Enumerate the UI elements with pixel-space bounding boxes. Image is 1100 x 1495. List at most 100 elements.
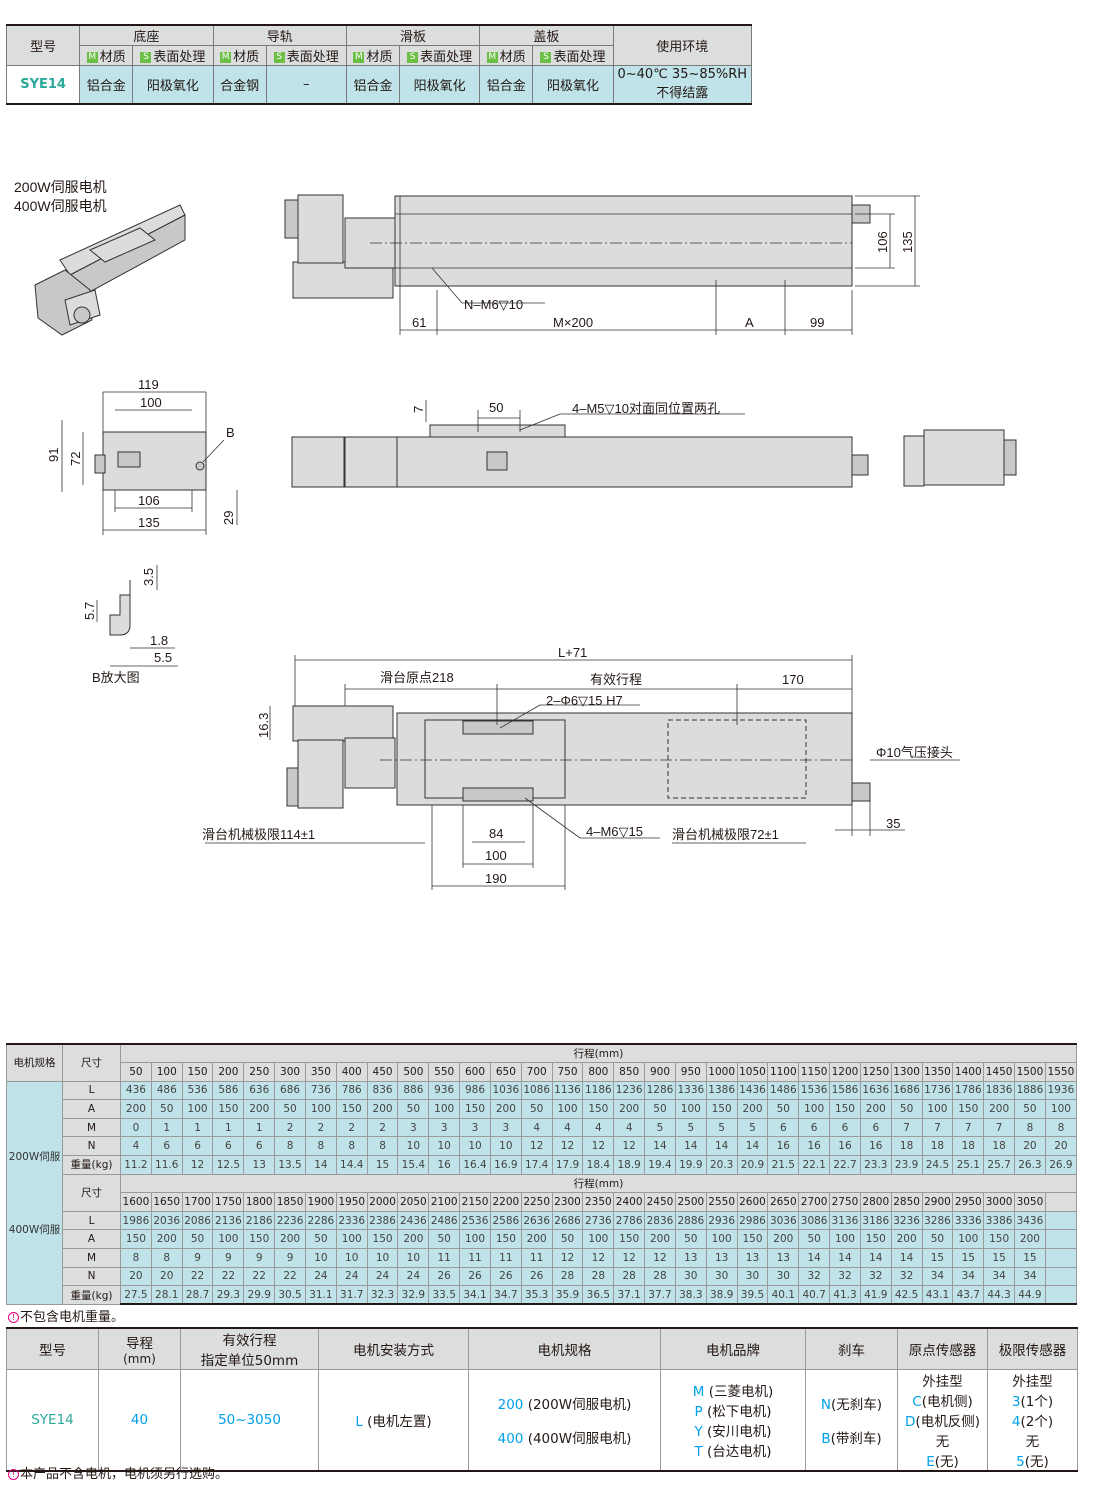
stroke-cell: 3 bbox=[428, 1117, 461, 1138]
stroke-cell: 1986 bbox=[120, 1210, 152, 1231]
stroke-cell: 31.7 bbox=[335, 1285, 368, 1306]
stroke-cell: 32 bbox=[798, 1266, 831, 1287]
stroke-cell: 2136 bbox=[212, 1210, 245, 1231]
group-slider: 滑板 bbox=[345, 24, 481, 46]
stroke-cell: 11 bbox=[520, 1248, 553, 1268]
stroke-value: 2900 bbox=[921, 1192, 954, 1212]
dim-3-5: 3.5 bbox=[141, 568, 156, 586]
stroke-value: 2700 bbox=[798, 1192, 831, 1212]
stroke-cell: 200 bbox=[397, 1229, 430, 1250]
stroke-cell: 5 bbox=[644, 1117, 676, 1138]
cell-model: SYE14 bbox=[6, 1369, 99, 1472]
stroke-cell: 12 bbox=[551, 1136, 584, 1157]
stroke-cell: 11.6 bbox=[150, 1155, 183, 1175]
stroke-cell: 24 bbox=[366, 1266, 399, 1287]
stroke-cell: 16 bbox=[798, 1136, 831, 1157]
stroke-cell: 4 bbox=[613, 1117, 646, 1138]
stroke-cell: 42.5 bbox=[890, 1285, 923, 1306]
mat-cell: 合金钢 bbox=[212, 65, 267, 105]
stroke-cell: 12 bbox=[582, 1248, 615, 1268]
stroke-cell: 15 bbox=[366, 1155, 399, 1175]
mat-cell: 阳极氧化 bbox=[532, 65, 614, 105]
stroke-cell: 3286 bbox=[921, 1210, 954, 1231]
stroke-cell: 886 bbox=[397, 1080, 430, 1101]
s-badge: S bbox=[140, 52, 152, 63]
stroke-cell: 34 bbox=[983, 1266, 1016, 1287]
stroke-cell: 9 bbox=[274, 1248, 306, 1268]
stroke-cell: 100 bbox=[181, 1099, 214, 1119]
stroke-cell: 23.9 bbox=[890, 1155, 923, 1175]
stroke-cell: 1 bbox=[150, 1117, 183, 1138]
dim-91: 91 bbox=[46, 448, 61, 462]
stroke-cell: 26.3 bbox=[1014, 1155, 1046, 1175]
stroke-cell: 26.9 bbox=[1044, 1155, 1078, 1175]
motor-400w-label: 400W伺服 bbox=[8, 1223, 61, 1236]
stroke-cell: 150 bbox=[736, 1229, 769, 1250]
group-cover: 盖板 bbox=[479, 24, 614, 46]
stroke-cell: 8 bbox=[1014, 1117, 1046, 1138]
stroke-note: !不包含电机重量。 bbox=[8, 1306, 124, 1325]
stroke-cell: 836 bbox=[366, 1080, 399, 1101]
stroke-cell: 19.4 bbox=[644, 1155, 676, 1175]
stroke-cell: 200 bbox=[767, 1229, 800, 1250]
mat-cell: 铝合金 bbox=[345, 65, 401, 105]
hdr-mount: 电机安装方式 bbox=[318, 1327, 469, 1370]
stroke-cell: 43.7 bbox=[952, 1285, 985, 1306]
stroke-cell: 16.4 bbox=[459, 1155, 491, 1175]
stroke-cell: 50 bbox=[921, 1229, 954, 1250]
stroke-cell: 40.1 bbox=[767, 1285, 800, 1306]
stroke-value: 1150 bbox=[798, 1062, 831, 1082]
stroke-cell: 200 bbox=[243, 1099, 276, 1119]
dim-99: 99 bbox=[810, 315, 824, 330]
dim-190: 190 bbox=[485, 871, 507, 886]
stroke-cell: 12 bbox=[181, 1155, 214, 1175]
label-b: B bbox=[226, 425, 235, 440]
stroke-cell: 2986 bbox=[736, 1210, 769, 1231]
mat-cell: 铝合金 bbox=[79, 65, 134, 105]
stroke-cell: 2836 bbox=[644, 1210, 676, 1231]
stroke-cell: 4 bbox=[582, 1117, 615, 1138]
stroke-cell: 50 bbox=[274, 1099, 306, 1119]
stroke-cell: 11 bbox=[428, 1248, 461, 1268]
stroke-cell: 44.3 bbox=[983, 1285, 1016, 1306]
stroke-cell: 2536 bbox=[459, 1210, 491, 1231]
stroke-value: 1750 bbox=[212, 1192, 245, 1212]
stroke-cell: 10 bbox=[459, 1136, 491, 1157]
stroke-cell: 29.3 bbox=[212, 1285, 245, 1306]
stroke-cell: 14 bbox=[304, 1155, 337, 1175]
stroke-cell: 21.5 bbox=[767, 1155, 800, 1175]
stroke-cell: 50 bbox=[1014, 1099, 1046, 1119]
stroke-cell: 16 bbox=[829, 1136, 861, 1157]
stroke-cell: 1786 bbox=[952, 1080, 985, 1101]
stroke-cell: 2086 bbox=[181, 1210, 214, 1231]
hole-note-m5: 4–M5▽10对面同位置两孔 bbox=[572, 401, 720, 416]
stroke-cell: 736 bbox=[304, 1080, 337, 1101]
s-badge: S bbox=[540, 52, 552, 63]
isometric-sketch bbox=[34, 204, 186, 336]
cell-mount: L (电机左置) bbox=[318, 1369, 469, 1472]
stroke-cell: 4 bbox=[520, 1117, 553, 1138]
stroke-cell: 34.7 bbox=[489, 1285, 522, 1306]
stroke-cell: 100 bbox=[1044, 1099, 1078, 1119]
row-label: N bbox=[62, 1136, 121, 1157]
cell-brake: N(无刹车) B(带刹车) bbox=[805, 1369, 898, 1472]
stroke-cell: 22 bbox=[212, 1266, 245, 1287]
dim-16-3: 16.3 bbox=[256, 713, 271, 738]
stroke-cell: 50 bbox=[181, 1229, 214, 1250]
stroke-cell: 32 bbox=[890, 1266, 923, 1287]
stroke-cell: 1 bbox=[181, 1117, 214, 1138]
stroke-value: 1300 bbox=[890, 1062, 923, 1082]
stroke-cell: 6 bbox=[150, 1136, 183, 1157]
stroke-cell: 28.7 bbox=[181, 1285, 214, 1306]
warning-icon: ! bbox=[8, 1469, 19, 1480]
stroke-cell: 2186 bbox=[243, 1210, 276, 1231]
stroke-value: 550 bbox=[428, 1062, 461, 1082]
stroke-cell: 1636 bbox=[859, 1080, 892, 1101]
side-view: 7 50 4–M5▽10对面同位置两孔 bbox=[291, 400, 1017, 488]
stroke-cell: 8 bbox=[120, 1248, 152, 1268]
stroke-value: 2250 bbox=[520, 1192, 553, 1212]
stroke-cell: 6 bbox=[798, 1117, 831, 1138]
stroke-value: 1850 bbox=[274, 1192, 306, 1212]
